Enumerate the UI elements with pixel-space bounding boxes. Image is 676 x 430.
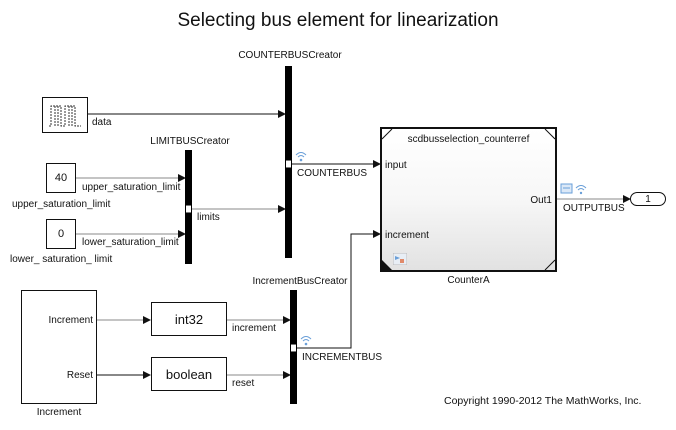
bus-port-marker (291, 344, 296, 352)
signal-label-counterbus: COUNTERBUS (297, 168, 368, 179)
signal-label-reset: reset (232, 378, 255, 389)
increment-subsystem[interactable]: Increment Reset (21, 290, 97, 404)
model-ref-icon (393, 253, 407, 265)
upper-limit-value: 40 (54, 172, 68, 184)
boolean-conversion-block[interactable]: boolean (151, 357, 227, 391)
port-label-input: input (385, 160, 407, 171)
boolean-label: boolean (165, 366, 213, 382)
limitbus-creator-label: LIMITBUSCreator (150, 136, 230, 147)
outport-number: 1 (645, 193, 651, 205)
upper-limit-constant[interactable]: 40 (46, 163, 76, 193)
signal-label-lower: lower_saturation_limit (82, 237, 179, 248)
upper-limit-block-name: upper_saturation_limit (12, 199, 111, 210)
lower-limit-block-name: lower_ saturation_ limit (10, 254, 113, 265)
wire-incrementbus (297, 230, 381, 349)
increment-subsystem-name: Increment (36, 407, 82, 418)
bus-port-marker (186, 205, 191, 213)
port-label-increment: increment (385, 230, 429, 241)
signal-label-increment: increment (232, 323, 276, 334)
pulse-signal-icon (49, 105, 81, 127)
lower-limit-value: 0 (57, 228, 65, 240)
bus-port-marker (286, 160, 291, 168)
lower-limit-constant[interactable]: 0 (46, 219, 76, 249)
counter-model-reference[interactable]: scdbusselection_counterref input increme… (380, 127, 557, 272)
model-ref-corners (382, 129, 555, 270)
signal-label-data: data (92, 117, 112, 128)
signal-builder-block[interactable] (42, 97, 88, 133)
port-label-out1: Out1 (530, 195, 552, 206)
counterbus-creator-label: COUNTERBUSCreator (238, 50, 342, 61)
signal-label-upper: upper_saturation_limit (82, 182, 181, 193)
viewer-and-logging-icons (560, 183, 587, 195)
signal-label-incrementbus: INCREMENTBUS (302, 352, 383, 363)
port-label-reset-out: Reset (66, 370, 93, 381)
port-label-increment-out: Increment (48, 315, 93, 326)
signal-label-limits: limits (197, 212, 220, 223)
signal-label-outputbus: OUTPUTBUS (563, 203, 625, 214)
outport-1[interactable]: 1 (630, 192, 666, 206)
incrementbus-creator-label: IncrementBusCreator (252, 276, 348, 287)
int32-conversion-block[interactable]: int32 (151, 302, 227, 336)
model-ref-header: scdbusselection_counterref (407, 134, 530, 145)
copyright-notice: Copyright 1990-2012 The MathWorks, Inc. (444, 395, 642, 407)
counter-block-name: CounterA (447, 275, 490, 286)
diagram-title: Selecting bus element for linearization (177, 10, 499, 31)
signal-logging-icon (295, 152, 307, 162)
signal-logging-icon (300, 336, 312, 346)
int32-label: int32 (174, 311, 204, 327)
